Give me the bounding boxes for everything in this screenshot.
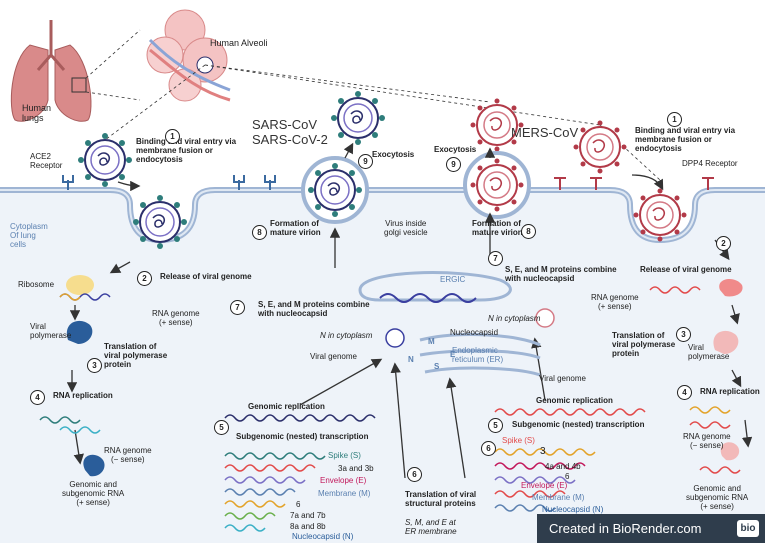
exocytosis-left: Exocytosis — [372, 150, 415, 159]
nucleocapsid-mers: Nucleocapsid (N) — [542, 505, 604, 514]
three-mers: 3 — [540, 446, 546, 457]
biorender-footer[interactable]: Created in BioRender.com bio — [537, 514, 765, 543]
step-5-left: 5 — [214, 420, 229, 435]
subgenomic-mers: Subgenomic (nested) transcription — [512, 420, 645, 429]
step-3-right: 3 — [676, 327, 691, 342]
step-9-right: 9 — [446, 157, 461, 172]
rna-genome-minus-right: RNA genome (− sense) — [683, 432, 731, 451]
ribosome-shape — [66, 275, 94, 295]
step-1-right: 1 — [667, 112, 682, 127]
step-7-right: 7 — [488, 251, 503, 266]
ace2-receptors — [62, 175, 276, 190]
genomic-sub-right: Genomic and subgenomic RNA (+ sense) — [686, 484, 749, 512]
eight-sars: 8a and 8b — [290, 522, 326, 531]
biorender-credit: Created in BioRender.com — [549, 521, 702, 536]
dpp4-receptor-label: DPP4 Receptor — [682, 159, 738, 168]
ribosome-label: Ribosome — [18, 280, 55, 289]
ace2-receptor-label: ACE2 Receptor — [30, 152, 63, 171]
step-8-right: 8 — [521, 224, 536, 239]
n-cytoplasm-left: N in cytoplasm — [320, 331, 373, 340]
dpp4-receptors — [554, 177, 714, 190]
ergic-shape — [358, 271, 512, 302]
viral-polymerase-left: Viral polymerase — [30, 322, 72, 341]
membrane-mers: Membrane (M) — [532, 493, 585, 502]
rna-genome-minus-left: RNA genome (− sense) — [104, 446, 152, 465]
translation-left: Translation of viral polymerase protein — [104, 342, 168, 370]
biorender-logo-icon: bio — [737, 520, 759, 537]
spike-sars: Spike (S) — [328, 451, 361, 460]
viral-polymerase-right-shape — [713, 330, 739, 354]
ergic-label: ERGIC — [440, 275, 466, 284]
translation-right: Translation of viral polymerase protein — [612, 331, 676, 359]
step-3-left: 3 — [87, 358, 102, 373]
viral-polymerase-left-shape — [66, 320, 93, 344]
n-label: N — [408, 355, 414, 364]
golgi-label: Virus inside golgi vesicle — [384, 219, 428, 238]
lungs-illustration — [10, 20, 92, 122]
e-label: E — [450, 350, 456, 359]
cytoplasm-region — [0, 190, 765, 543]
n-cytoplasm-right: N in cytoplasm — [488, 314, 541, 323]
viral-genome-left: Viral genome — [310, 352, 357, 361]
step-6-right: 6 — [481, 441, 496, 456]
binding-entry-left: Binding and viral entry via membrane fus… — [136, 137, 237, 165]
step-4-right: 4 — [677, 385, 692, 400]
three-sars: 3a and 3b — [338, 464, 374, 473]
seven-sars: 7a and 7b — [290, 511, 326, 520]
membrane-sars: Membrane (M) — [318, 489, 371, 498]
viral-polymerase-right: Viral polymerase — [688, 343, 730, 362]
step-7-left: 7 — [230, 300, 245, 315]
step-9-left: 9 — [358, 154, 373, 169]
binding-entry-right: Binding and viral entry via membrane fus… — [635, 126, 736, 154]
genomic-replication-sars: Genomic replication — [248, 402, 325, 411]
s-label: S — [434, 362, 440, 371]
sem-combine-left: S, E, and M proteins combine with nucleo… — [258, 300, 370, 319]
release-left: Release of viral genome — [160, 272, 252, 281]
four-mers: 4a and 4b — [545, 462, 581, 471]
rna-replication-left: RNA replication — [53, 391, 113, 400]
formation-right: Formation of mature virion — [472, 219, 523, 238]
genomic-sub-left: Genomic and subgenomic RNA (+ sense) — [62, 480, 125, 508]
m-label: M — [428, 337, 435, 346]
subgenomic-sars: Subgenomic (nested) transcription — [236, 432, 369, 441]
rna-replication-right: RNA replication — [700, 387, 760, 396]
rna-genome-plus-right: RNA genome (+ sense) — [591, 293, 639, 312]
sem-combine-right: S, E, and M proteins combine with nucleo… — [505, 265, 617, 284]
spike-mers: Spike (S) — [502, 436, 535, 445]
six-sars: 6 — [296, 500, 301, 509]
release-right: Release of viral genome — [640, 265, 732, 274]
step-6-left: 6 — [407, 467, 422, 482]
genomic-replication-mers: Genomic replication — [536, 396, 613, 405]
er-shape — [419, 333, 541, 377]
nucleocapsid-label: Nucleocapsid — [450, 328, 499, 337]
step-1-left: 1 — [165, 129, 180, 144]
step-8-left: 8 — [252, 225, 267, 240]
six-mers: 6 — [565, 472, 570, 481]
formation-left: Formation of mature virion — [270, 219, 321, 238]
nucleocapsid-sars: Nucleocapsid (N) — [292, 532, 354, 541]
viral-genome-right: Viral genome — [539, 374, 586, 383]
step-2-right: 2 — [716, 236, 731, 251]
human-alveoli-label: Human Alveoli — [210, 38, 268, 48]
translation-structural: Translation of viral structural proteins — [405, 490, 477, 509]
step-5-right: 5 — [488, 418, 503, 433]
envelope-sars: Envelope (E) — [320, 476, 367, 485]
cytoplasm-label: Cytoplasm Of lung cells — [10, 222, 48, 250]
er-label: Endoplasmic reticulum (ER) — [452, 346, 504, 365]
rna-genome-plus-left: RNA genome (+ sense) — [152, 309, 200, 328]
mers-title: MERS-CoV — [511, 125, 579, 140]
sars-title: SARS-CoV SARS-CoV-2 — [252, 117, 328, 147]
exocytosis-right: Exocytosis — [434, 145, 477, 154]
human-lungs-label: Human lungs — [22, 103, 52, 124]
step-2-left: 2 — [137, 271, 152, 286]
step-4-left: 4 — [30, 390, 45, 405]
alveoli-illustration — [146, 9, 231, 102]
envelope-mers: Envelope (E) — [521, 481, 568, 490]
sem-er-membrane: S, M, and E at ER membrane — [405, 518, 457, 537]
